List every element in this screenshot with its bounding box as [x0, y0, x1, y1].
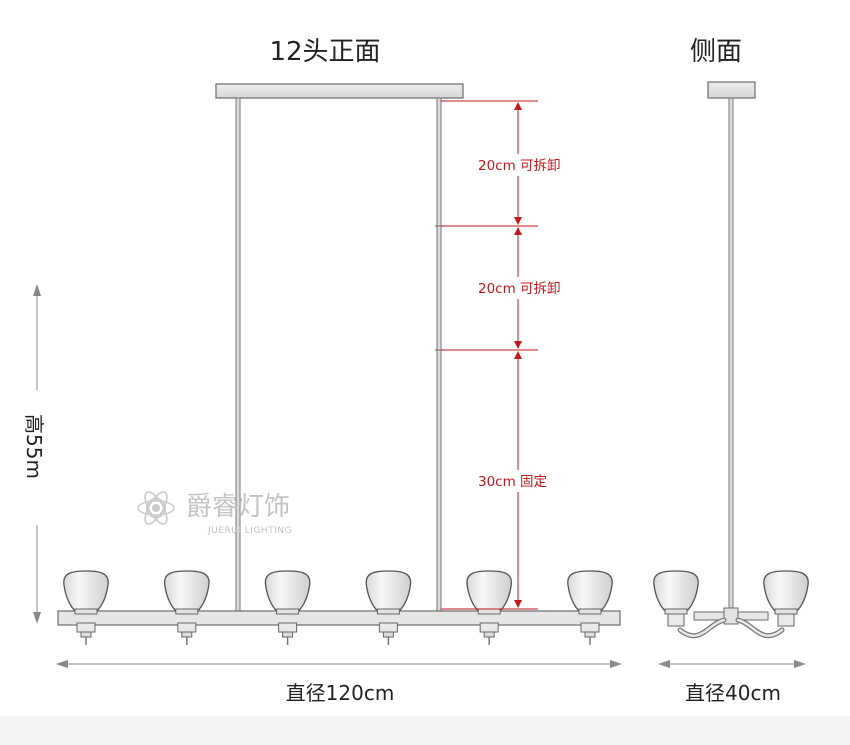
front-lamps — [63, 570, 613, 645]
segment-annotations: 20cm 可拆卸 20cm 可拆卸 30cm 固定 — [441, 100, 581, 610]
segment-label-bg — [475, 470, 565, 492]
side-view-title: 侧面 — [690, 37, 742, 67]
lamp-shade — [164, 570, 210, 645]
front-canopy — [215, 83, 464, 99]
side-width-label: 直径40cm — [685, 681, 781, 705]
watermark-logo-icon — [137, 491, 175, 525]
lamp-shade — [763, 570, 809, 627]
front-view — [57, 83, 621, 645]
segment-label-2: 20cm 可拆卸 — [478, 281, 561, 297]
height-label: 高55m — [22, 414, 46, 479]
segment-label-1: 20cm 可拆卸 — [478, 158, 561, 174]
side-lamps — [653, 570, 809, 627]
watermark-name-en: JUERUI LIGHTING — [207, 526, 292, 536]
watermark-name-cn: 爵睿灯饰 — [186, 492, 290, 522]
segment-label-3: 30cm 固定 — [478, 474, 547, 490]
lamp-shade — [63, 570, 109, 645]
front-width-label: 直径120cm — [286, 681, 395, 705]
side-canopy — [707, 81, 756, 99]
side-hub — [723, 607, 739, 625]
front-rod-right — [436, 97, 442, 612]
side-width-dimension: 直径40cm — [658, 660, 806, 705]
side-view — [653, 81, 809, 639]
segment-label-bg — [475, 277, 581, 299]
front-width-dimension: 直径120cm — [56, 660, 622, 705]
lamp-shade — [466, 570, 512, 645]
bottom-band — [0, 716, 850, 745]
lamp-shade — [365, 570, 412, 645]
lamp-shade — [653, 570, 699, 627]
lamp-shade — [264, 570, 311, 645]
side-rod — [728, 97, 734, 611]
lamp-shade — [567, 570, 613, 645]
segment-label-bg — [475, 154, 581, 176]
front-bar — [57, 610, 621, 626]
front-view-title: 12头正面 — [269, 37, 380, 67]
watermark: 爵睿灯饰 JUERUI LIGHTING — [137, 491, 292, 536]
height-dimension: 高55m — [22, 284, 46, 624]
